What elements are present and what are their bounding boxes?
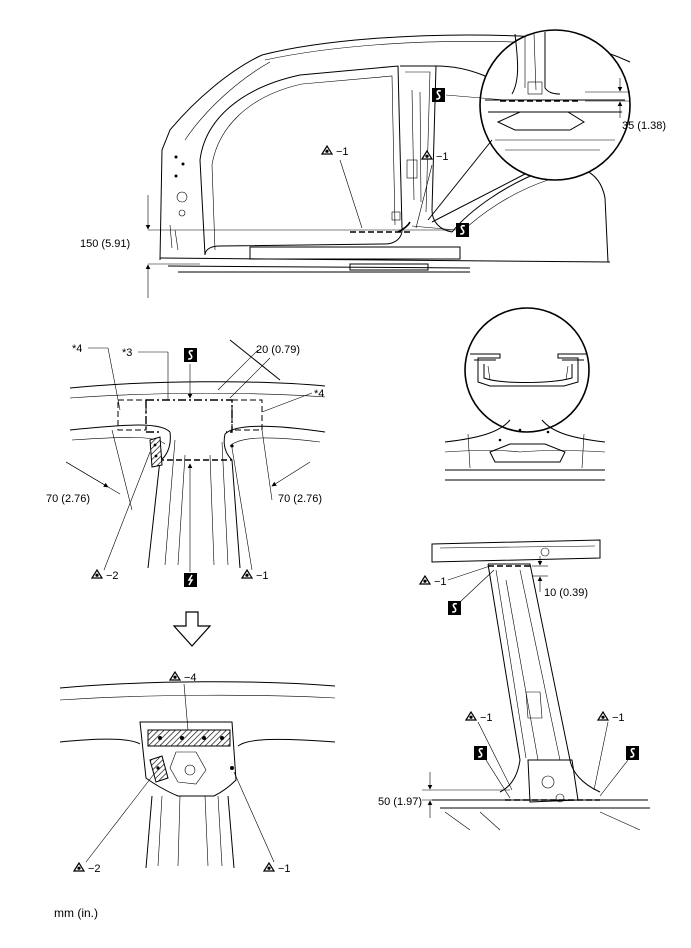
- spot-weld-icon: [597, 711, 609, 721]
- weld-label-bottom-left: −2: [88, 863, 101, 875]
- spot-weld-icon: [421, 150, 433, 160]
- cut-detail-view: *3 *4 *4 20 (0.79) 70 (2.76) 70 (2.76) −…: [46, 339, 326, 588]
- callout-part4-right: *4: [314, 388, 324, 400]
- cut-icon: [447, 600, 462, 616]
- cut-icon: [183, 347, 198, 363]
- cut-icon: [473, 745, 488, 761]
- dim-cut-offset-top: 35 (1.38): [622, 120, 666, 132]
- dim-pillar-bottom-offset: 50 (1.97): [378, 796, 422, 808]
- weld-label-top-left: −1: [336, 146, 349, 158]
- dim-overlap-width: 20 (0.79): [256, 344, 300, 356]
- weld-label-pillar-low-right: −1: [612, 712, 625, 724]
- cut-icon: [625, 745, 640, 761]
- weld-label-bottom-right: −1: [278, 863, 291, 875]
- cut-icon: [455, 222, 470, 238]
- pillar-detail-view: −1 10 (0.39) −1 −1 50 (1.97): [378, 539, 650, 831]
- dim-pillar-top-offset: 10 (0.39): [544, 587, 588, 599]
- unit-note: mm (in.): [54, 906, 98, 920]
- spot-weld-icon: [419, 575, 431, 585]
- dim-right-offset: 70 (2.76): [278, 493, 322, 505]
- spot-weld-icon: [241, 569, 253, 579]
- detail-circle-cut-location: 35 (1.38): [427, 29, 666, 223]
- dim-left-offset: 70 (2.76): [46, 493, 90, 505]
- section-detail-circle: [444, 307, 606, 481]
- spot-weld-icon: [465, 711, 477, 721]
- spot-weld-icon: [169, 671, 181, 681]
- callout-part3: *3: [122, 347, 132, 359]
- weld-label-top-right: −1: [436, 151, 449, 163]
- spot-weld-icon: [263, 862, 275, 872]
- weld-label-mid-right: −1: [256, 570, 269, 582]
- callout-part4-left: *4: [72, 343, 82, 355]
- weld-label-bottom-top: −4: [184, 672, 197, 684]
- saw-cut-icon: [183, 572, 198, 588]
- weld-label-pillar-low-left: −1: [480, 712, 493, 724]
- weld-label-mid-left: −2: [106, 570, 119, 582]
- cut-icon: [431, 87, 446, 103]
- weld-label-pillar-top: −1: [434, 576, 447, 588]
- spot-weld-icon: [73, 862, 85, 872]
- spot-weld-icon: [91, 569, 103, 579]
- weld-detail-view: −4 −2 −1: [59, 671, 336, 875]
- spot-weld-icon: [321, 145, 333, 155]
- down-arrow-icon: [172, 611, 212, 647]
- dim-sill-height: 150 (5.91): [80, 238, 130, 250]
